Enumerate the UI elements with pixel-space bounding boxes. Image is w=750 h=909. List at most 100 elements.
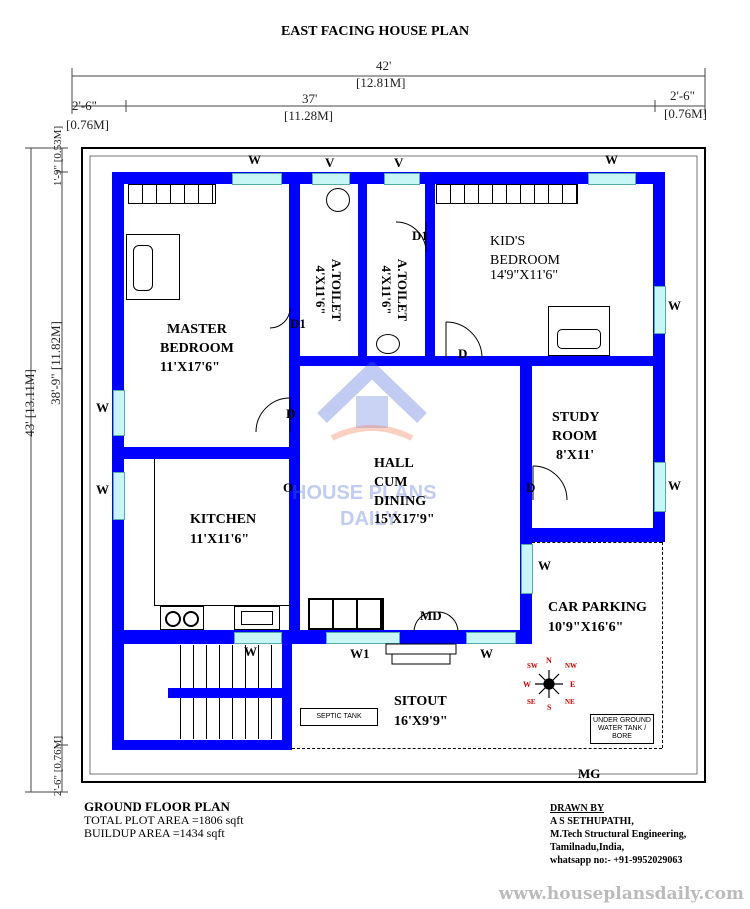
main-door-label: MD	[420, 608, 442, 623]
kitchen-counter	[154, 459, 291, 606]
door-label: D	[458, 346, 468, 361]
window-label: W	[480, 646, 493, 661]
kids-bedroom-size: 14'9"X11'6"	[490, 268, 559, 283]
bed-icon	[548, 306, 610, 356]
window-label: W	[244, 644, 257, 659]
compass-s: S	[547, 703, 552, 712]
wall-stair-right	[282, 644, 292, 750]
sink-icon	[234, 606, 280, 630]
car-parking-name: CAR PARKING	[548, 600, 647, 615]
window	[654, 462, 666, 512]
compass-w: W	[523, 680, 531, 689]
wall-hall-bottom	[112, 630, 532, 644]
house-logo-icon	[312, 360, 432, 450]
bed-icon	[126, 234, 180, 300]
credit-name: A S SETHUPATHI,	[550, 816, 634, 827]
wall-bottom	[112, 740, 292, 750]
ventilator-label: V	[325, 155, 335, 170]
study-name: STUDY ROOM	[552, 410, 600, 444]
overall-width-ft: 42'	[376, 58, 392, 73]
kitchen-name: KITCHEN	[190, 512, 257, 527]
toilet2-size: 4'X11'6"	[379, 265, 394, 315]
left-setback-ft: 2'-6"	[72, 98, 97, 113]
credit-degree: M.Tech Structural Engineering,	[550, 829, 687, 840]
main-gate-label: MG	[578, 766, 601, 781]
footer-heading: GROUND FLOOR PLAN	[84, 799, 230, 814]
kids-bedroom-name: KID'S BEDROOM	[490, 234, 561, 268]
compass-n: N	[546, 656, 552, 665]
window	[232, 173, 282, 185]
parking-edge	[662, 542, 663, 748]
toilet2-name: A.TOILET	[395, 258, 410, 322]
window	[466, 632, 516, 644]
compass-e: E	[570, 680, 576, 689]
hall-name: HALL CUM DINING	[374, 456, 427, 509]
toilet1-label: A.TOILET 4'X11'6"	[312, 240, 344, 340]
door-label: D	[286, 406, 296, 421]
compass-sw: SW	[527, 662, 538, 670]
ventilator	[312, 173, 350, 185]
ventilator-label: V	[394, 155, 404, 170]
window1-label: W1	[350, 646, 370, 661]
credit-location: Tamilnadu,India,	[550, 842, 625, 853]
wall-master-right	[289, 172, 300, 637]
car-parking-size: 10'9"X16'6"	[548, 620, 624, 635]
stair-landing-wall	[168, 688, 282, 698]
parking-edge	[532, 542, 662, 543]
hall-size: 15'X17'9"	[374, 512, 435, 527]
toilet-icon	[326, 188, 350, 212]
window	[113, 472, 125, 520]
door-label: D	[526, 480, 536, 495]
buildup-area: BUILDUP AREA =1434 sqft	[84, 826, 225, 840]
wall-toilets-bottom	[289, 356, 665, 366]
watermark-line1: HOUSE PLANS	[292, 482, 437, 504]
credit-heading: DRAWN BY	[550, 803, 605, 814]
toilet-icon	[376, 334, 400, 354]
website-link[interactable]: www.houseplansdaily.com	[498, 884, 744, 904]
wardrobe	[128, 184, 216, 204]
water-tank: UNDER GROUND WATER TANK / BORE	[590, 714, 654, 744]
window1	[326, 632, 400, 644]
window-label: W	[668, 478, 681, 493]
sofa-icon	[308, 598, 384, 630]
toilet1-name: A.TOILET	[329, 258, 344, 322]
window-label: W	[248, 152, 261, 167]
left-setback-m: [0.76M]	[66, 117, 109, 132]
compass-se: SE	[527, 698, 536, 706]
opening-label: O	[283, 480, 294, 495]
toilet1-size: 4'X11'6"	[313, 265, 328, 315]
stove-icon	[160, 606, 204, 630]
plan-title: EAST FACING HOUSE PLAN	[280, 24, 470, 39]
master-bedroom-name: MASTER BEDROOM	[160, 322, 234, 356]
sitout-edge	[292, 748, 662, 749]
wall-toilet-divider	[358, 172, 367, 362]
wall-kitchen-top	[112, 447, 300, 459]
plot-area: TOTAL PLOT AREA =1806 sqft	[84, 813, 244, 827]
compass-nw: NW	[565, 662, 578, 670]
window-label: W	[96, 482, 109, 497]
kitchen-size: 11'X11'6"	[190, 532, 250, 547]
study-size: 8'X11'	[556, 448, 595, 463]
wall-left	[112, 172, 124, 750]
window	[234, 632, 282, 644]
sitout-name: SITOUT	[394, 694, 447, 709]
window-label: W	[96, 400, 109, 415]
window	[521, 544, 533, 594]
septic-tank: SEPTIC TANK	[300, 708, 378, 726]
inner-width-ft: 37'	[302, 91, 318, 106]
ventilator	[384, 173, 420, 185]
door1-label: D1	[290, 316, 306, 331]
compass-icon	[535, 670, 563, 698]
watermark-line2: DAILY	[340, 508, 399, 530]
window	[654, 286, 666, 334]
credit-contact: whatsapp no:- +91-9952029063	[550, 855, 683, 866]
window	[588, 173, 636, 185]
sitout-size: 16'X9'9"	[394, 714, 448, 729]
right-setback-ft: 2'-6"	[670, 88, 695, 103]
wall-study-bottom	[520, 528, 665, 542]
overall-width-m: [12.81M]	[356, 75, 406, 90]
window	[113, 390, 125, 436]
wall-kids-left	[425, 172, 435, 362]
